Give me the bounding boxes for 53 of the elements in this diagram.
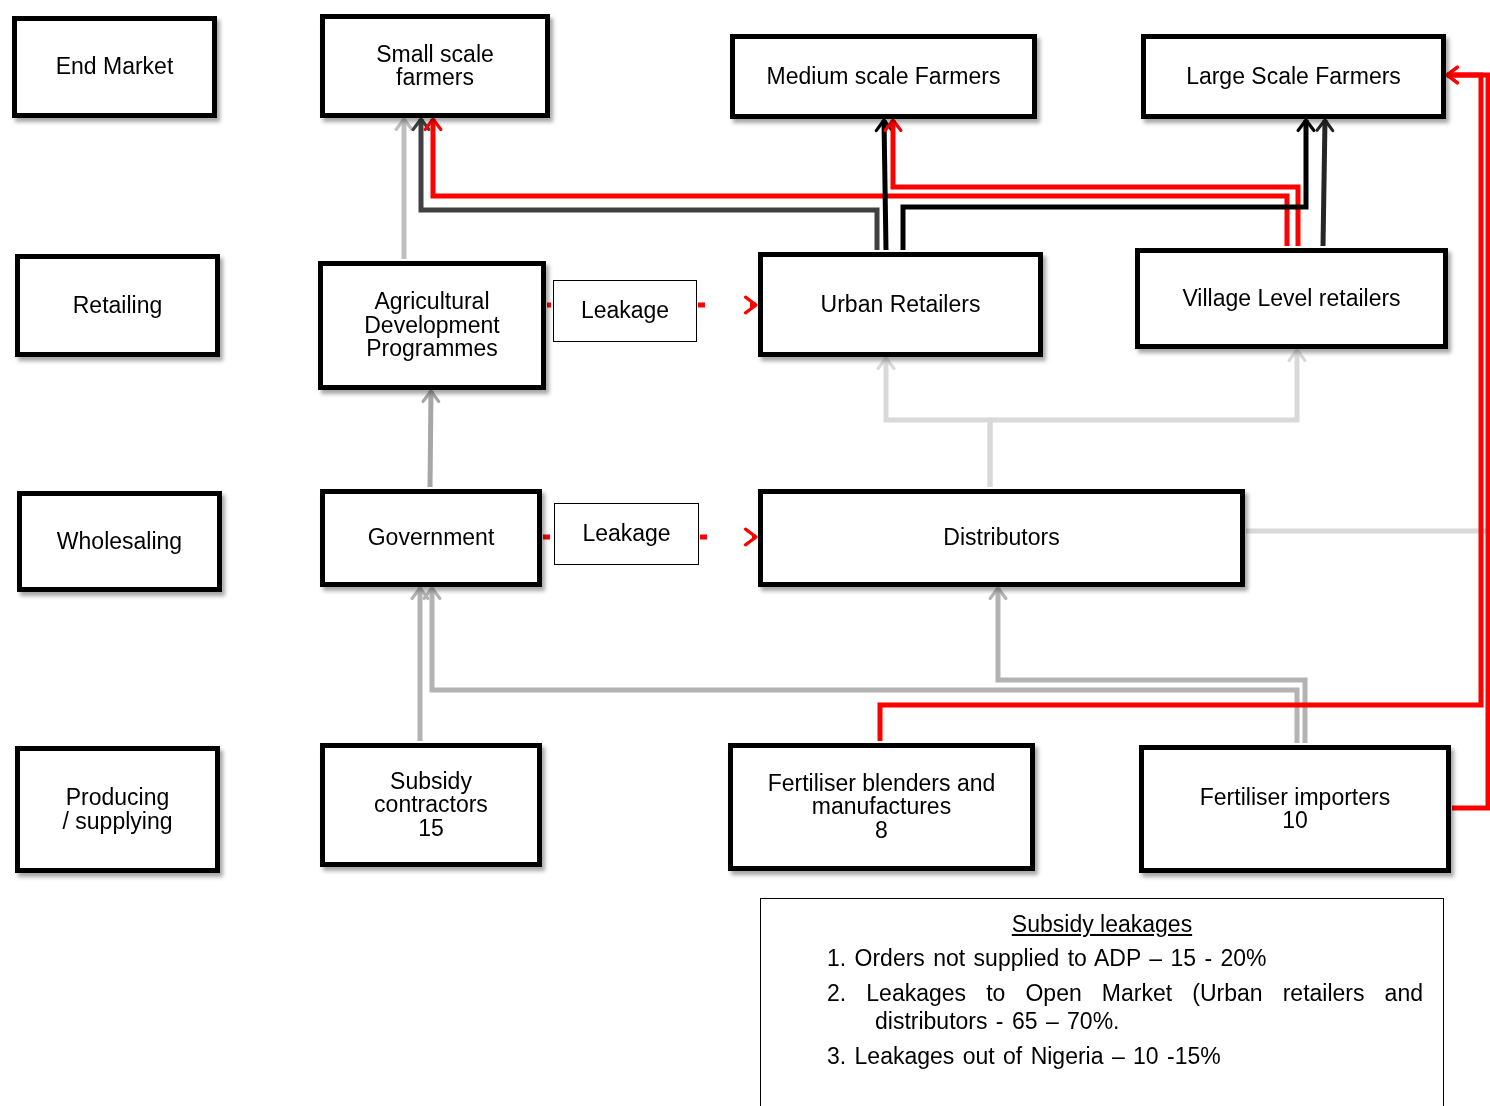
stage-box — [15, 746, 220, 873]
stage-box — [318, 261, 546, 390]
box-label: 15 — [418, 816, 444, 841]
arrow — [1315, 118, 1335, 247]
notes-heading: Subsidy leakages — [1010, 911, 1194, 939]
stage-box — [758, 489, 1245, 587]
stage-box — [320, 743, 542, 867]
box-label: Large Scale Farmers — [1186, 64, 1401, 89]
box-label: Agricultural Development Programmes — [363, 290, 501, 361]
stage-box — [12, 16, 217, 118]
list-item: 3. Leakages out of Nigeria – 10 -15% — [827, 1043, 1222, 1071]
stage-box — [730, 34, 1037, 119]
arrow — [422, 586, 1300, 743]
box-label: Government — [367, 526, 495, 550]
stage-box — [1135, 248, 1448, 349]
leakage-box — [553, 280, 697, 342]
stage-box — [1141, 34, 1446, 119]
box-label: 8 — [875, 818, 888, 843]
box-label: Leakage — [582, 522, 671, 546]
stage-box — [728, 743, 1035, 871]
arrow — [394, 117, 414, 259]
box-label: End Market — [55, 55, 174, 79]
stage-box — [758, 252, 1043, 357]
stage-box — [320, 14, 550, 118]
box-label: 10 — [1282, 809, 1308, 833]
stage-box — [1139, 745, 1451, 873]
box-label: Fertiliser blenders and manufactures — [766, 771, 997, 819]
list-item: 1. Orders not supplied to ADP – 15 - 20% — [827, 944, 1268, 973]
arrow — [1445, 65, 1490, 811]
box-label: Subsidy contractors — [373, 769, 489, 817]
stage-box — [17, 491, 222, 592]
arrow — [874, 118, 894, 251]
arrow — [987, 348, 1307, 487]
box-label: Distributors — [943, 526, 1060, 550]
box-label: Urban Retailers — [820, 292, 981, 317]
arrow — [423, 117, 1290, 246]
list-item: 2. Leakages to Open Market (Urban retailers and distributors - 65 – 70%. — [827, 980, 1423, 1036]
box-label: Village Level retailers — [1182, 286, 1401, 311]
stage-box — [320, 489, 542, 587]
stage-box — [15, 254, 220, 357]
box-label: Retailing — [72, 293, 163, 318]
arrow — [421, 389, 441, 488]
box-label: Leakage — [580, 299, 670, 323]
box-label: Fertiliser importers — [1199, 785, 1391, 809]
notes-box — [760, 898, 1444, 1106]
arrow — [411, 117, 880, 250]
arrow — [988, 586, 1308, 743]
box-label: Medium scale Farmers — [766, 64, 1001, 89]
leakage-box — [554, 503, 699, 565]
arrow — [410, 586, 430, 741]
box-label: Producing / supplying — [61, 786, 174, 833]
box-label: Wholesaling — [56, 529, 183, 554]
box-label: Small scale farmers — [375, 42, 495, 90]
